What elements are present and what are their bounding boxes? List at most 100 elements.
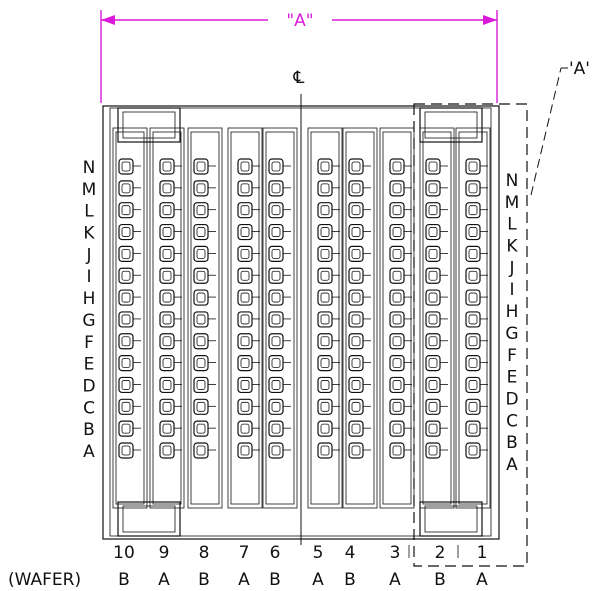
contact <box>348 333 364 350</box>
row-label-right: F <box>507 346 517 366</box>
contact <box>193 180 209 197</box>
wafer-type-label: A <box>389 570 401 590</box>
contact <box>465 442 481 459</box>
contact <box>193 245 209 262</box>
row-label-right: M <box>505 193 520 213</box>
contact <box>348 180 364 197</box>
contact <box>193 289 209 306</box>
wafer-column <box>227 127 263 509</box>
contact <box>465 245 481 262</box>
contact <box>268 245 284 262</box>
row-label-right: G <box>505 324 518 344</box>
contact <box>268 333 284 350</box>
contact <box>237 442 253 459</box>
contact <box>465 267 481 284</box>
contact <box>465 202 481 219</box>
row-label-left: L <box>84 202 94 222</box>
contact <box>425 289 441 306</box>
contact <box>389 267 405 284</box>
contact <box>118 333 134 350</box>
contact <box>159 158 175 175</box>
contact <box>317 245 333 262</box>
contact <box>425 223 441 241</box>
contact <box>317 180 333 197</box>
contact <box>389 158 405 175</box>
contact <box>118 398 134 415</box>
wafer-type-label: B <box>118 570 130 590</box>
contact <box>159 223 175 241</box>
dimension-a: "A" <box>100 10 498 103</box>
contact <box>118 267 134 284</box>
wafer-column <box>149 127 185 509</box>
contact <box>159 267 175 284</box>
wafer-column <box>379 127 415 509</box>
detail-callout: 'A' <box>413 59 590 567</box>
contact <box>237 223 253 241</box>
contact <box>193 442 209 459</box>
row-label-right: E <box>507 368 518 388</box>
wafer-column <box>262 127 298 509</box>
contact <box>118 289 134 306</box>
contact <box>425 158 441 175</box>
contact <box>348 355 364 372</box>
contact <box>193 420 209 437</box>
contact <box>317 202 333 219</box>
contact <box>237 202 253 219</box>
contact <box>268 202 284 219</box>
contact <box>268 223 284 241</box>
column-label: 1 <box>477 543 488 563</box>
centerline-label: ℄ <box>293 68 305 88</box>
row-label-left: F <box>84 333 94 353</box>
contact <box>118 355 134 372</box>
contact <box>193 267 209 284</box>
contact <box>237 398 253 415</box>
contact <box>268 267 284 284</box>
contact <box>237 267 253 284</box>
contact <box>193 333 209 350</box>
contact <box>159 180 175 197</box>
row-label-left: K <box>83 224 95 244</box>
contact <box>425 267 441 284</box>
contact <box>389 420 405 437</box>
contact <box>118 180 134 197</box>
column-label: 4 <box>345 543 356 563</box>
column-label: 2 <box>435 543 446 563</box>
contact <box>193 223 209 241</box>
dimension-a-label: "A" <box>286 11 313 31</box>
contact <box>237 180 253 197</box>
wafer-type-label: B <box>434 570 446 590</box>
contact <box>389 333 405 350</box>
wafer-type-label: B <box>198 570 210 590</box>
contact <box>389 442 405 459</box>
contact <box>348 158 364 175</box>
contact <box>389 355 405 372</box>
contact <box>425 420 441 437</box>
wafer-column <box>419 127 455 509</box>
row-label-left: G <box>82 311 95 331</box>
contact <box>389 223 405 241</box>
contact <box>317 398 333 415</box>
contact <box>465 289 481 306</box>
contact <box>465 376 481 394</box>
contact <box>389 180 405 197</box>
row-label-left: J <box>85 245 91 265</box>
row-label-left: M <box>82 180 97 200</box>
contact <box>317 420 333 437</box>
contact <box>389 311 405 328</box>
contact <box>317 355 333 372</box>
contact <box>425 442 441 459</box>
contact <box>268 420 284 437</box>
detail-label: 'A' <box>569 59 590 79</box>
column-label: 9 <box>159 543 170 563</box>
wafer-column <box>187 127 223 509</box>
contact <box>317 267 333 284</box>
contact <box>348 289 364 306</box>
contact <box>159 376 175 394</box>
contact <box>268 311 284 328</box>
contact <box>465 311 481 328</box>
row-label-right: D <box>505 389 518 409</box>
